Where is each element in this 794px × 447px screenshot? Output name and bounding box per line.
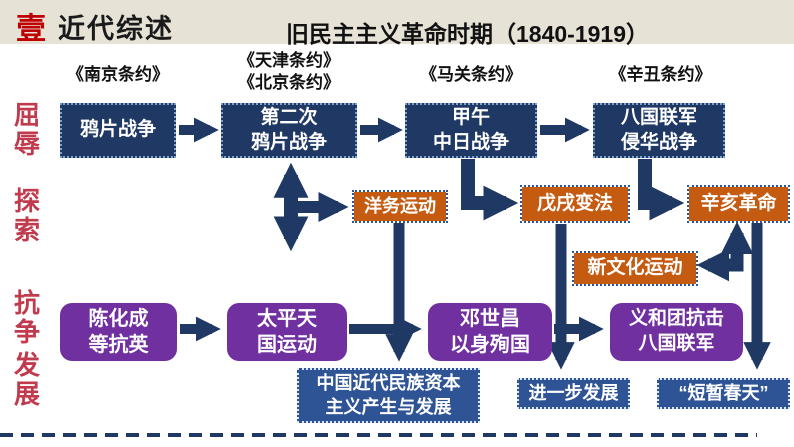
box-deng-shichang: 邓世昌 以身殉国 bbox=[428, 303, 552, 361]
box-national-capitalism: 中国近代民族资本 主义产生与发展 bbox=[297, 368, 480, 423]
treaty-nanjing: 《南京条约》 bbox=[67, 65, 169, 84]
box-yihetuan: 义和团抗击 八国联军 bbox=[610, 303, 743, 361]
box-xinhai-revolution: 辛亥革命 bbox=[687, 185, 790, 223]
box-further-development: 进一步发展 bbox=[517, 378, 630, 409]
box-taiping-movement: 太平天 国运动 bbox=[227, 303, 347, 361]
section-title: 近代综述 bbox=[58, 14, 174, 44]
section-number: 壹 bbox=[16, 13, 46, 46]
box-brief-spring: “短暂春天” bbox=[657, 378, 790, 409]
treaty-tianjin-beijing: 《天津条约》 《北京条约》 bbox=[238, 51, 340, 93]
box-eight-nation-war: 八国联军 侵华战争 bbox=[593, 103, 725, 158]
box-new-culture-movement: 新文化运动 bbox=[572, 251, 698, 286]
box-chen-huacheng: 陈化成 等抗英 bbox=[60, 303, 177, 361]
row-label-development: 发展 bbox=[13, 350, 40, 409]
header-band: 壹 近代综述 旧民主主义革命时期（1840-1919） bbox=[0, 0, 794, 47]
row-label-humiliation: 屈辱 bbox=[13, 100, 40, 159]
page-title: 旧民主主义革命时期（1840-1919） bbox=[286, 21, 649, 47]
box-opium-war: 鸦片战争 bbox=[60, 103, 176, 158]
treaty-xinchou: 《辛丑条约》 bbox=[609, 65, 712, 84]
row-label-resistance: 抗争 bbox=[13, 288, 40, 347]
box-jiawu-war: 甲午 中日战争 bbox=[405, 103, 537, 158]
box-wuxu-reform: 戊戌变法 bbox=[520, 185, 630, 223]
row-label-exploration: 探索 bbox=[13, 186, 40, 245]
box-second-opium-war: 第二次 鸦片战争 bbox=[221, 103, 357, 158]
box-yangwu-movement: 洋务运动 bbox=[352, 190, 448, 223]
treaty-maguan: 《马关条约》 bbox=[420, 65, 522, 84]
